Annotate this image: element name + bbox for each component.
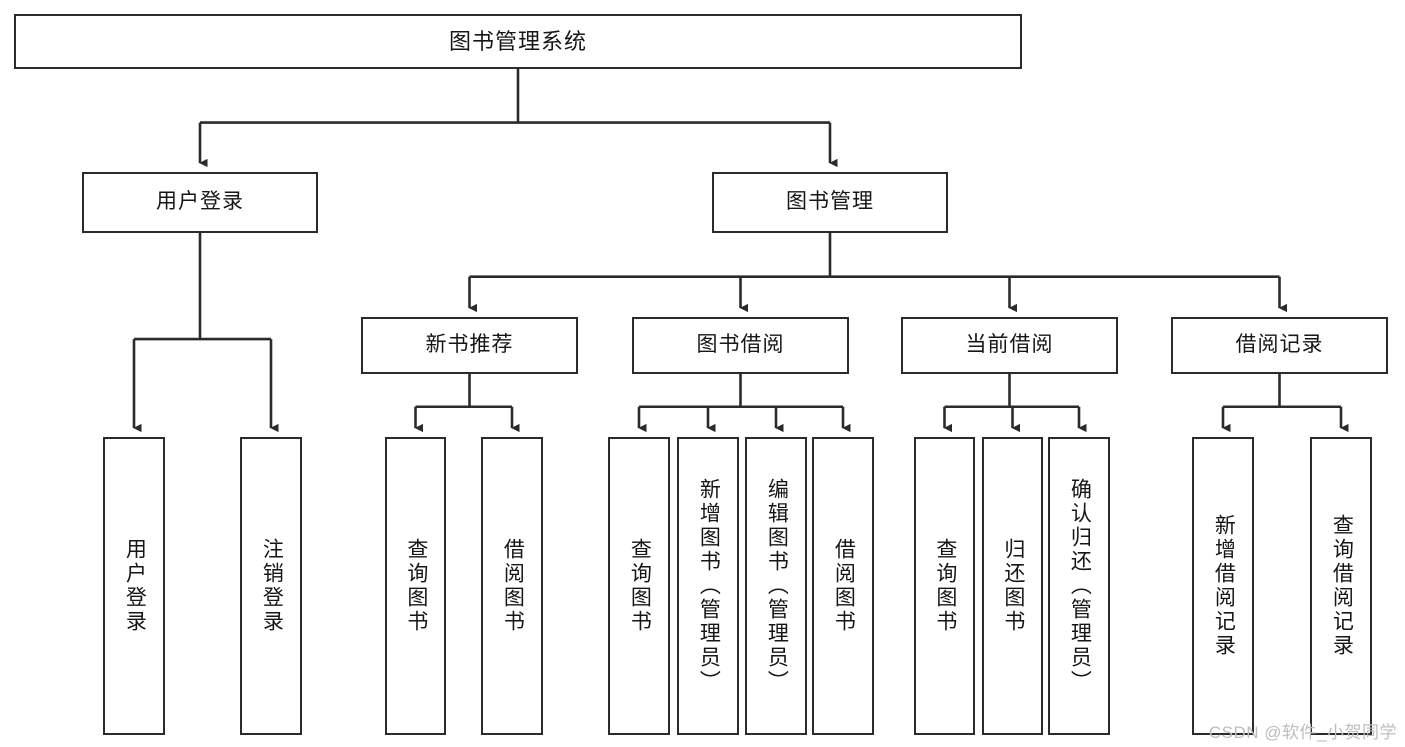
node-l-add[interactable]: 新增图书（管理员）: [677, 437, 739, 735]
node-records[interactable]: 借阅记录: [1171, 317, 1388, 374]
node-label: 新增图书（管理员）: [697, 478, 721, 694]
node-label: 编辑图书（管理员）: [765, 478, 789, 694]
node-label: 图书管理: [786, 190, 874, 214]
node-label: 查询借阅记录: [1330, 514, 1354, 658]
node-l-borrow1[interactable]: 借阅图书: [481, 437, 543, 735]
node-l-query3[interactable]: 查询图书: [914, 437, 975, 735]
node-label: 借阅记录: [1235, 333, 1324, 357]
node-l-queryrec[interactable]: 查询借阅记录: [1310, 437, 1372, 735]
node-label: 借阅图书: [501, 538, 525, 634]
node-current[interactable]: 当前借阅: [901, 317, 1118, 374]
node-label: 查询图书: [628, 538, 652, 634]
node-label: 查询图书: [933, 538, 957, 634]
node-label: 用户登录: [123, 538, 147, 634]
node-l-query2[interactable]: 查询图书: [608, 437, 670, 735]
node-l-return[interactable]: 归还图书: [982, 437, 1043, 735]
node-newbook[interactable]: 新书推荐: [361, 317, 578, 374]
node-label: 新书推荐: [425, 333, 514, 357]
node-label: 确认归还（管理员）: [1068, 478, 1092, 694]
node-label: 新增借阅记录: [1212, 514, 1236, 658]
node-l-borrow2[interactable]: 借阅图书: [812, 437, 874, 735]
node-l-confirm[interactable]: 确认归还（管理员）: [1048, 437, 1110, 735]
node-label: 借阅图书: [832, 538, 856, 634]
node-label: 注销登录: [260, 538, 284, 634]
node-label: 归还图书: [1001, 538, 1025, 634]
node-l-logout[interactable]: 注销登录: [240, 437, 302, 735]
node-login[interactable]: 用户登录: [82, 172, 318, 233]
node-root[interactable]: 图书管理系统: [14, 14, 1022, 69]
node-borrow[interactable]: 图书借阅: [632, 317, 849, 374]
node-l-edit[interactable]: 编辑图书（管理员）: [745, 437, 807, 735]
node-label: 用户登录: [156, 190, 244, 214]
node-l-query1[interactable]: 查询图书: [385, 437, 446, 735]
node-label: 当前借阅: [965, 333, 1054, 357]
node-label: 查询图书: [404, 538, 428, 634]
node-l-addrec[interactable]: 新增借阅记录: [1192, 437, 1254, 735]
node-label: 图书管理系统: [448, 28, 587, 54]
node-l-login[interactable]: 用户登录: [103, 437, 165, 735]
node-label: 图书借阅: [696, 333, 785, 357]
node-bookmgmt[interactable]: 图书管理: [712, 172, 948, 233]
